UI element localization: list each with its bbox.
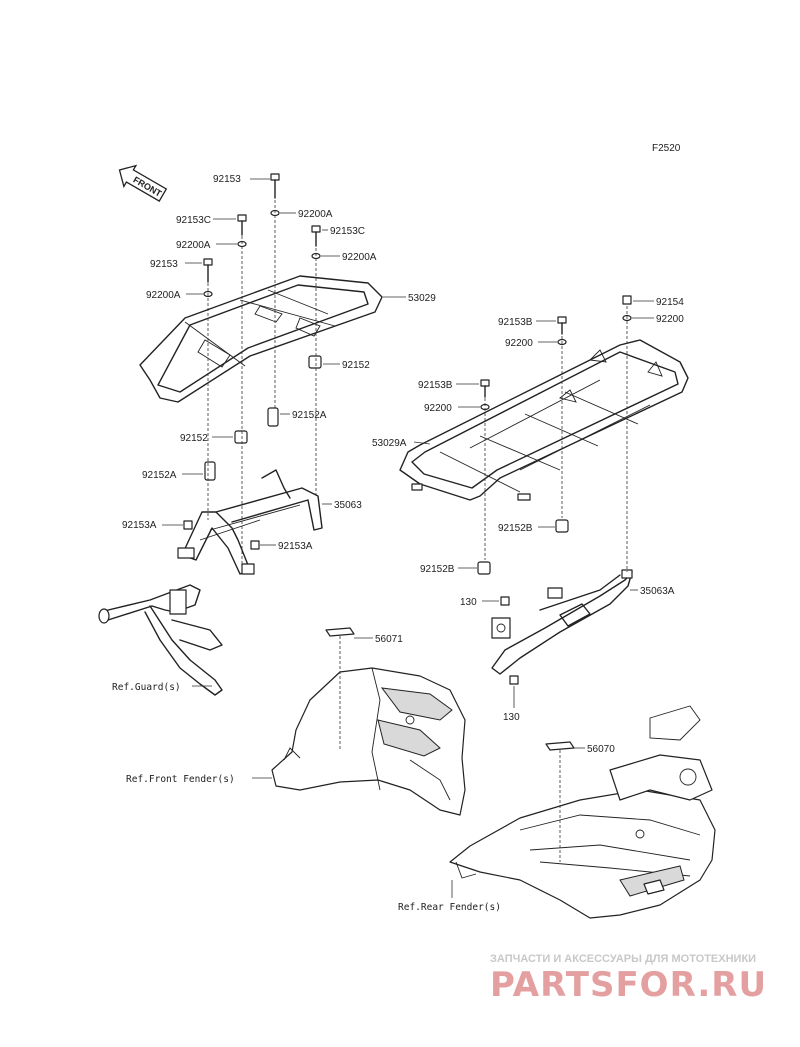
front-bracket [177, 469, 323, 575]
bolt-icon [203, 258, 213, 283]
callout: 92200A [146, 290, 181, 301]
callout: 92152 [342, 360, 370, 371]
rear-bracket [491, 569, 633, 675]
collar-icon [234, 430, 248, 444]
left-fasteners [183, 173, 322, 570]
callout: 92152B [498, 523, 533, 534]
bolt-icon [480, 379, 490, 398]
rear-carrier-rack [399, 339, 689, 501]
bolt-icon [237, 214, 247, 236]
bolt-icon [622, 295, 632, 305]
ref-guard-label: Ref.Guard(s) [112, 682, 181, 693]
collar-icon [204, 461, 216, 481]
callout: 92200A [176, 240, 211, 251]
callout: 130 [503, 712, 520, 723]
callout: 92153B [498, 317, 533, 328]
callout: 92152A [142, 470, 177, 481]
label-plate-icon [545, 741, 575, 751]
bolt-icon [500, 596, 510, 606]
callout: 53029A [372, 438, 407, 449]
front-arrow-icon: FRONT [118, 164, 168, 202]
callout: 92153C [330, 226, 365, 237]
callout: 92154 [656, 297, 684, 308]
collar-icon [477, 561, 491, 575]
collar-icon [308, 355, 322, 369]
right-fasteners [477, 295, 632, 685]
bolt-icon [183, 520, 193, 530]
rear-fender-reference [449, 705, 716, 919]
callout: 35063 [334, 500, 362, 511]
callout: 92153 [150, 259, 178, 270]
right-callouts: 92154 92200 92153B 92200 92153B 92200 53… [372, 297, 684, 723]
front-guard-reference [98, 584, 223, 696]
callout: 92153A [122, 520, 157, 531]
watermark-logo: PARTSFOR.RU [490, 965, 767, 1005]
callout: 92200 [505, 338, 533, 349]
callout: 35063A [640, 586, 675, 597]
callout: 92153A [278, 541, 313, 552]
bolt-icon [557, 316, 567, 335]
callout: 56071 [375, 634, 403, 645]
collar-icon [555, 519, 569, 533]
bolt-icon [250, 540, 260, 550]
callout: 92152 [180, 433, 208, 444]
callout: 130 [460, 597, 477, 608]
callout: 92200A [298, 209, 333, 220]
bolt-icon [509, 675, 519, 685]
callout: 56070 [587, 744, 615, 755]
left-callouts: 92153 92200A 92153C 92200A 92153C 92200A… [122, 174, 436, 552]
diagram-code: F2520 [652, 143, 681, 154]
callout: 92200A [342, 252, 377, 263]
collar-icon [267, 407, 279, 427]
callout: 92200 [656, 314, 684, 325]
callout: 92153C [176, 215, 211, 226]
watermark-subtitle: ЗАПЧАСТИ И АКСЕССУАРЫ ДЛЯ МОТОТЕХНИКИ [490, 953, 756, 965]
callout: 92152A [292, 410, 327, 421]
callout: 92153 [213, 174, 241, 185]
ref-rear-fender-label: Ref.Rear Fender(s) [398, 902, 501, 913]
front-fender-reference [271, 667, 466, 816]
bolt-icon [270, 173, 280, 199]
label-plate-icon [325, 627, 355, 637]
ref-front-fender-label: Ref.Front Fender(s) [126, 774, 235, 785]
bolt-icon [311, 225, 321, 247]
callout: 92153B [418, 380, 453, 391]
callout: 53029 [408, 293, 436, 304]
callout: 92200 [424, 403, 452, 414]
callout: 92152B [420, 564, 455, 575]
